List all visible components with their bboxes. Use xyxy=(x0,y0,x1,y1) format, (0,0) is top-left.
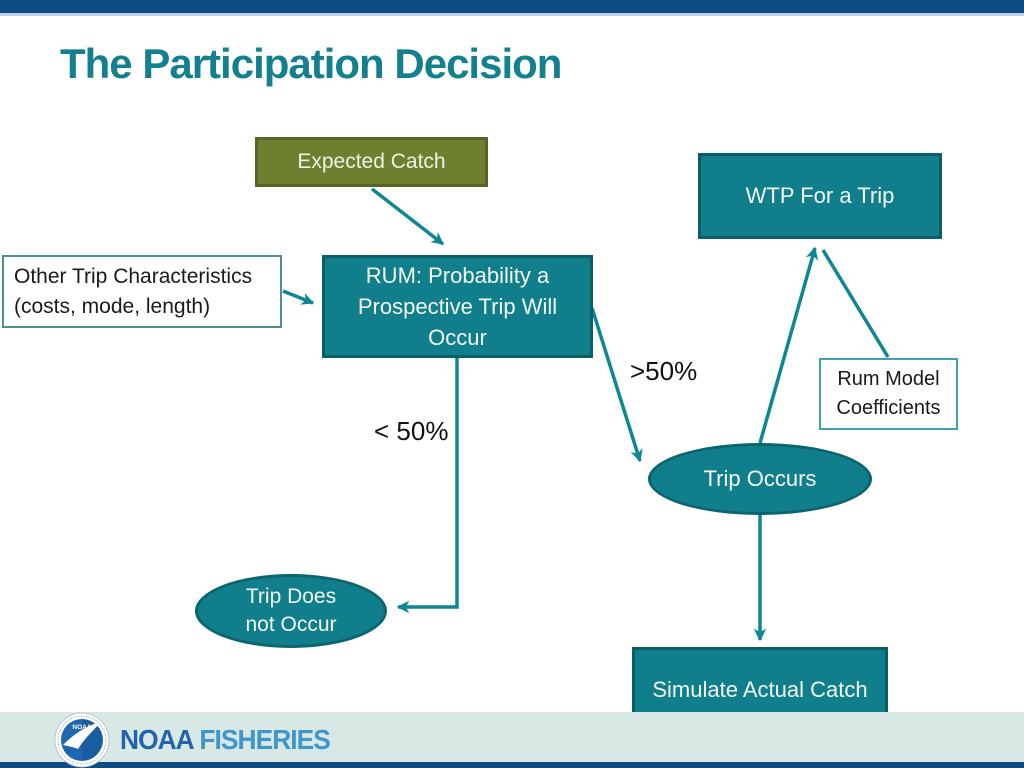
node-rum-model-coefficients: Rum Model Coefficients xyxy=(819,358,958,430)
node-other-trip-characteristics: Other Trip Characteristics (costs, mode,… xyxy=(2,255,282,328)
noaa-emblem-text: NOAA xyxy=(72,724,91,731)
node-expected-catch-label: Expected Catch xyxy=(297,150,446,173)
node-trip-occurs-label: Trip Occurs xyxy=(703,466,817,491)
edge-label-lt50: < 50% xyxy=(374,416,449,446)
edge-trip-occurs-to-wtp xyxy=(758,246,818,444)
footer-band xyxy=(0,712,1024,762)
top-bar-underline xyxy=(0,13,1024,16)
top-bar xyxy=(0,0,1024,13)
noaa-emblem-icon: NOAA xyxy=(54,712,110,768)
wordmark-fisheries: FISHERIES xyxy=(199,724,330,755)
node-wtp-for-a-trip: WTP For a Trip xyxy=(698,153,942,239)
node-other-trip-label: Other Trip Characteristics (costs, mode,… xyxy=(14,264,253,318)
slide-title: The Participation Decision xyxy=(60,40,562,87)
node-rum-probability: RUM: Probability a Prospective Trip Will… xyxy=(322,255,593,358)
node-trip-does-not-occur: Trip Does not Occur xyxy=(195,574,387,648)
edge-rum-to-trip-not xyxy=(396,358,459,614)
node-wtp-label: WTP For a Trip xyxy=(745,183,895,208)
edge-expected-to-rum xyxy=(370,187,445,246)
node-trip-occurs: Trip Occurs xyxy=(648,443,872,515)
node-coefficients-label: Rum Model Coefficients xyxy=(836,368,941,419)
node-trip-not-label: Trip Does not Occur xyxy=(245,585,337,636)
wordmark-noaa: NOAA xyxy=(120,724,195,755)
bottom-strip xyxy=(0,762,1024,768)
node-simulate-label: Simulate Actual Catch xyxy=(652,677,868,702)
edge-label-gt50: >50% xyxy=(630,356,698,386)
edge-other-to-rum xyxy=(282,289,315,305)
node-expected-catch: Expected Catch xyxy=(255,137,488,187)
edge-coefficients-to-wtp xyxy=(821,249,890,358)
node-rum-label: RUM: Probability a Prospective Trip Will… xyxy=(357,263,558,350)
